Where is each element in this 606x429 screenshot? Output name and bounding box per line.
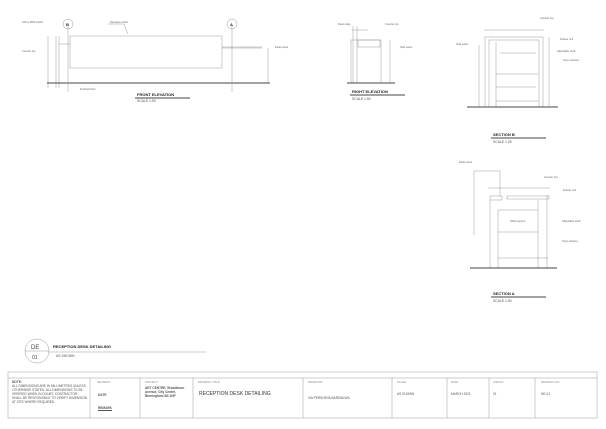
callout: Side panel: [400, 45, 413, 49]
sheet-number: 01: [32, 355, 38, 361]
callout: Counter top: [22, 49, 36, 53]
view-title: RIGHT ELEVATION: [352, 89, 388, 94]
callout: Drawer unit: [560, 37, 574, 41]
grid-marker-b: [62, 18, 74, 30]
job-no: 01: [493, 392, 497, 396]
sheet-scale: AS SHOWN: [56, 354, 75, 358]
section-a: Desk panel Counter top Drawer unit Adjus…: [459, 160, 581, 303]
revision-label: REVISION: [97, 380, 111, 384]
sheet-code: DE: [31, 345, 39, 351]
title-block-frame: [7, 371, 598, 419]
callout: Desk panel: [275, 45, 288, 49]
scale-value: AS SHOWN: [397, 392, 415, 396]
revision-remark: REMARK: [98, 406, 112, 410]
callout: 18mm MDF board: [22, 20, 43, 24]
project-address: ART CENTRE, Broadmoor Avenue, City Centr…: [145, 386, 185, 398]
callout: Open shelves: [562, 239, 579, 243]
notes-block: NOTE: ALL DIMENSIONS ARE IN MILLIMETRES …: [12, 380, 87, 404]
grid-label-b: B: [66, 22, 69, 27]
view-scale: SCALE 1:50: [493, 299, 512, 303]
drawing-no: DE-01: [541, 392, 551, 396]
view-scale: SCALE 1:50: [137, 99, 156, 103]
callout: Counter top: [540, 16, 554, 20]
callout: Desk edge: [338, 22, 351, 26]
callout: Adjustable shelf: [562, 219, 581, 223]
grid-label-a: A: [230, 22, 233, 27]
grid-marker-a: [226, 18, 238, 30]
callout: Finished floor: [80, 87, 96, 91]
callout: Drawer unit: [563, 188, 577, 192]
callout: Shelf support: [510, 219, 526, 223]
right-elevation: Desk edge Counter top Side panel RIGHT E…: [338, 22, 413, 101]
sheet-title: RECEPTION DESK DETAILING: [53, 344, 111, 349]
section-b: Counter top Drawer unit Adjustable shelf…: [456, 16, 580, 144]
callout: Adjustable shelf: [557, 49, 576, 53]
callout: Counter top: [544, 175, 558, 179]
drawn-by-label: DRAWN BY: [308, 380, 323, 384]
view-scale: SCALE 1:50: [352, 97, 371, 101]
job-no-label: JOB NO: [493, 380, 504, 384]
view-title: SECTION A: [493, 291, 515, 296]
callout: Reception desk: [110, 20, 129, 24]
revision-date: DATE: [98, 393, 107, 397]
view-title: FRONT ELEVATION: [137, 92, 174, 97]
front-elevation: B A Reception desk 18mm MDF board Counte…: [22, 18, 288, 103]
scale-label: SCALE: [397, 380, 407, 384]
sheet-label: DE 01 RECEPTION DESK DETAILING AS SHOWN: [24, 338, 206, 364]
project-label: PROJECT: [145, 380, 159, 384]
callout: Side panel: [456, 42, 469, 46]
drawing-no-label: DRAWING NO: [541, 380, 560, 384]
date-value: MARCH 2021: [451, 392, 471, 396]
callout: Desk panel: [459, 160, 472, 164]
drawn-by: IVA PERSHEVA BARDAKWA: [308, 396, 350, 400]
callout: Open shelves: [563, 58, 580, 62]
date-label: DATE: [451, 380, 459, 384]
drawing-title-label: DRAWING TITLE: [198, 380, 220, 384]
callout: Counter top: [385, 22, 399, 26]
drawing-title: RECEPTION DESK DETAILING: [199, 391, 271, 397]
view-title: SECTION B: [493, 132, 515, 137]
view-scale: SCALE 1:25: [493, 140, 512, 144]
